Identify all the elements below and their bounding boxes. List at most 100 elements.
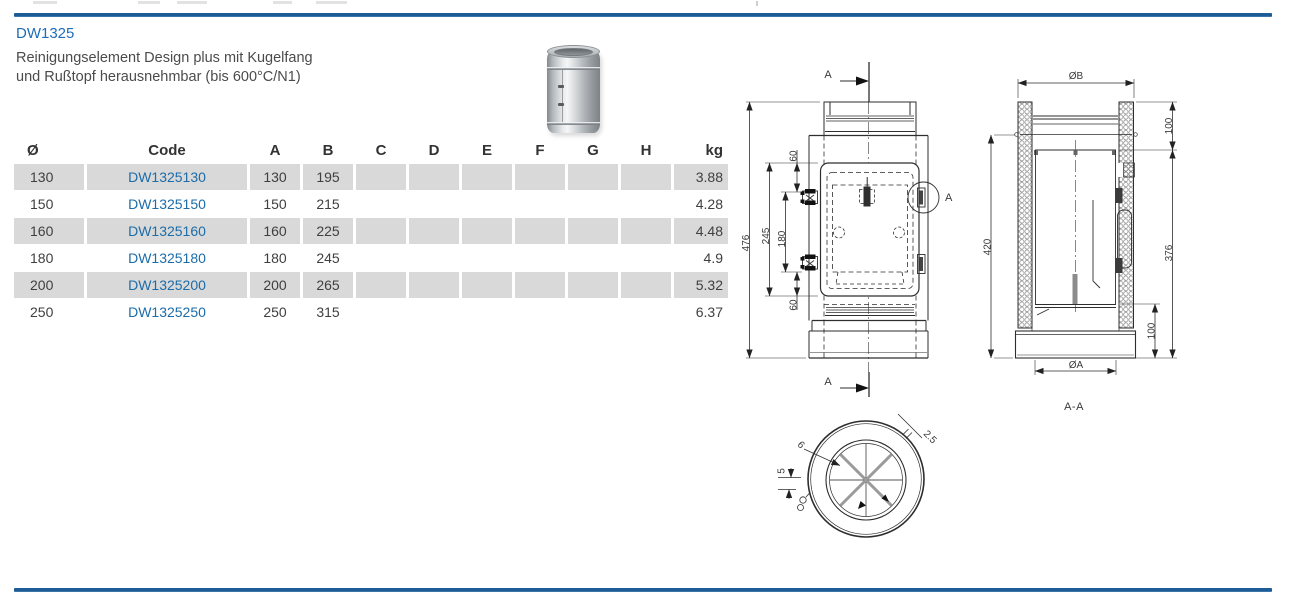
table-cell — [409, 245, 459, 271]
column-header-f: F — [535, 142, 545, 159]
table-cell: 160 — [14, 218, 84, 244]
product-photo — [545, 45, 602, 135]
table-cell — [568, 164, 618, 190]
clipped-content-fragment — [316, 1, 347, 4]
section-title: A-A — [1064, 401, 1084, 413]
table-cell — [409, 191, 459, 217]
description-line-2: und Rußtopf herausnehmbar (bis 600°C/N1) — [16, 69, 301, 85]
code-link[interactable]: DW1325150 — [128, 196, 206, 212]
table-cell: 150 — [263, 196, 287, 212]
table-cell — [568, 245, 618, 271]
column-header-c: C — [375, 142, 387, 159]
pipe-opening — [554, 47, 593, 56]
table-cell: 200 — [14, 272, 84, 298]
table-cell — [462, 218, 512, 244]
dim-label-5: 5 — [777, 468, 788, 474]
table-cell: 265 — [303, 272, 353, 298]
table-cell: 250 — [263, 304, 287, 320]
description-line-1: Reinigungselement Design plus mit Kugelf… — [16, 50, 313, 66]
table-cell — [621, 272, 671, 298]
table-cell: 4.28 — [695, 196, 723, 212]
door-hinge — [800, 254, 818, 271]
table-cell — [568, 218, 618, 244]
table-cell — [462, 191, 512, 217]
column-header-g: G — [587, 142, 599, 159]
dim-label-2-5: 2.5 — [921, 429, 939, 447]
table-cell: 180 — [263, 250, 287, 266]
technical-drawings: A A — [735, 40, 1205, 570]
table-cell — [515, 164, 565, 190]
code-link[interactable]: DW1325200 — [87, 272, 247, 298]
table-cell — [409, 299, 459, 325]
table-cell — [621, 164, 671, 190]
table-cell: 215 — [316, 196, 340, 212]
table-cell — [409, 218, 459, 244]
dim-label-100-top: 100 — [1164, 117, 1175, 134]
product-description: Reinigungselement Design plus mit Kugelf… — [16, 49, 313, 87]
table-cell: 200 — [250, 272, 300, 298]
table-cell — [409, 164, 459, 190]
clipped-content-fragment — [138, 1, 160, 4]
table-cell — [568, 191, 618, 217]
table-cell — [356, 218, 406, 244]
dim-label-180: 180 — [777, 230, 788, 247]
table-cell: 4.48 — [674, 218, 728, 244]
clipped-content-fragment — [177, 1, 207, 4]
table-cell — [462, 164, 512, 190]
table-cell: 3.88 — [674, 164, 728, 190]
dim-label-inner-diameter: ØA — [1069, 360, 1084, 371]
column-header-kg: kg — [705, 142, 723, 159]
table-cell — [356, 245, 406, 271]
pipe-band — [547, 67, 600, 70]
section-view: ØB 420 100 376 100 ØA A-A — [983, 71, 1177, 413]
dim-label-60-bottom: 60 — [789, 299, 800, 311]
dim-label-420: 420 — [983, 238, 994, 255]
table-cell: 4.9 — [703, 250, 723, 266]
table-cell — [462, 245, 512, 271]
dim-label-outer-diameter: ØB — [1069, 71, 1084, 82]
column-header-d: D — [428, 142, 440, 159]
table-cell — [462, 272, 512, 298]
column-header-h: H — [640, 142, 652, 159]
table-cell: 5.32 — [674, 272, 728, 298]
bottom-view: 2.5 6 5 — [777, 413, 939, 538]
column-header-a: A — [269, 142, 281, 159]
door-seam — [562, 70, 563, 122]
pipe-body — [547, 50, 600, 133]
code-link[interactable]: DW1325180 — [128, 250, 206, 266]
table-cell — [515, 218, 565, 244]
table-cell — [356, 299, 406, 325]
table-cell: 130 — [250, 164, 300, 190]
table-cell — [621, 191, 671, 217]
code-link[interactable]: DW1325250 — [128, 304, 206, 320]
table-cell — [515, 272, 565, 298]
section-arrow-label-bottom: A — [824, 376, 832, 388]
dim-label-245: 245 — [761, 227, 772, 244]
table-cell: 195 — [303, 164, 353, 190]
code-link[interactable]: DW1325130 — [87, 164, 247, 190]
dim-label-376: 376 — [1164, 244, 1175, 261]
dim-label-476: 476 — [741, 234, 752, 251]
section-arrow-label-top: A — [824, 69, 832, 81]
dim-label-60-top: 60 — [789, 150, 800, 162]
table-cell — [356, 272, 406, 298]
table-cell: 180 — [30, 250, 54, 266]
code-link[interactable]: DW1325160 — [87, 218, 247, 244]
top-divider — [14, 13, 1272, 17]
hinge-mark — [558, 85, 564, 88]
pipe-band — [547, 122, 600, 125]
bottom-divider — [14, 588, 1272, 592]
table-cell — [621, 218, 671, 244]
table-cell — [568, 299, 618, 325]
door-hinge — [800, 189, 818, 205]
table-cell — [568, 272, 618, 298]
table-cell: 225 — [303, 218, 353, 244]
table-cell: 160 — [250, 218, 300, 244]
table-cell — [515, 245, 565, 271]
hinge-mark — [558, 103, 564, 106]
